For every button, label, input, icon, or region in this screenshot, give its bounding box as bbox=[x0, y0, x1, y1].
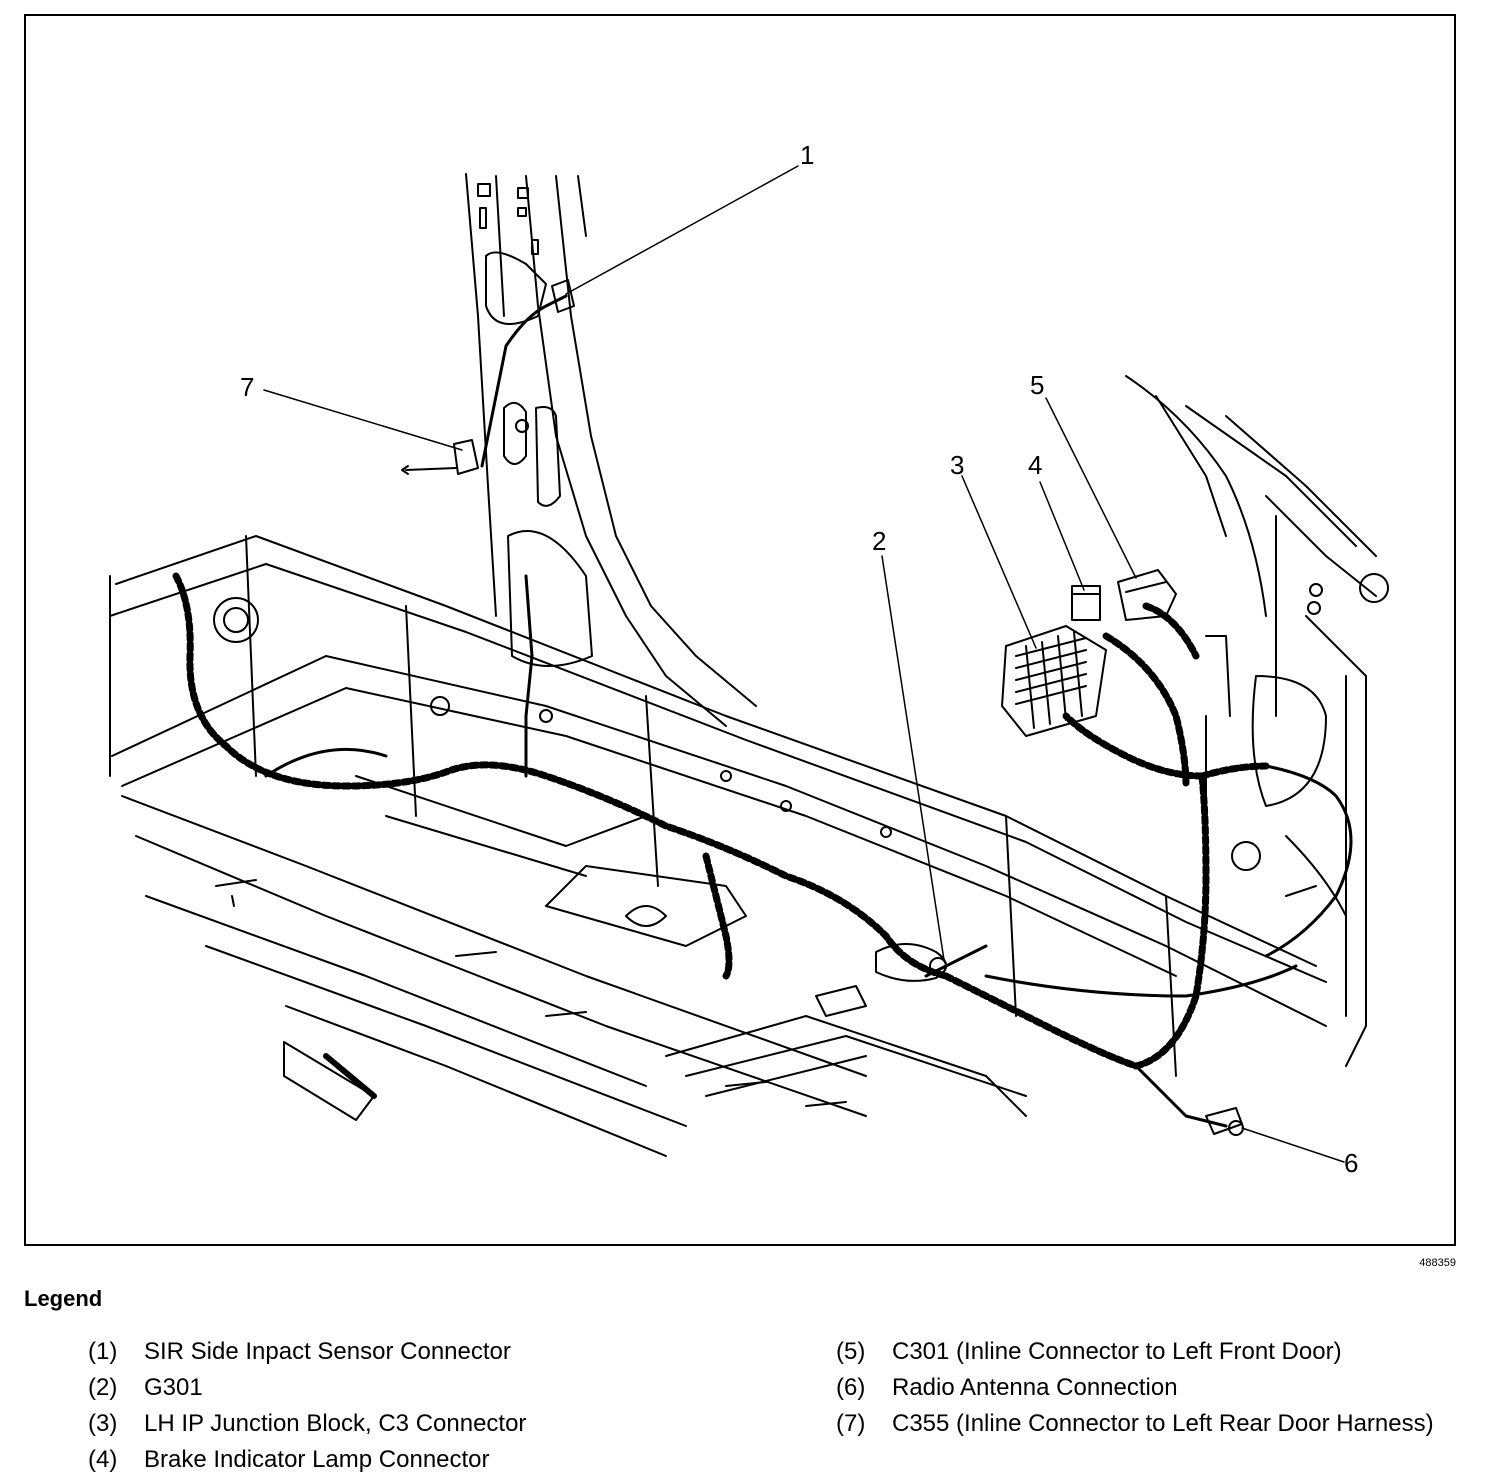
legend-number: (4) bbox=[88, 1446, 118, 1473]
legend-number: (6) bbox=[836, 1374, 866, 1401]
callout-7: 7 bbox=[240, 372, 254, 402]
brake-lamp-connector bbox=[1071, 585, 1101, 621]
harness-branches bbox=[264, 294, 1353, 1128]
legend-item: (5) C301 (Inline Connector to Left Front… bbox=[836, 1334, 1476, 1370]
floor-pan bbox=[121, 775, 1027, 1157]
legend-item: (1) SIR Side Inpact Sensor Connector bbox=[88, 1334, 748, 1370]
legend-column-left: (1) SIR Side Inpact Sensor Connector (2)… bbox=[88, 1334, 748, 1478]
callout-4: 4 bbox=[1028, 450, 1042, 480]
harness-illustration: 1 2 3 4 5 6 7 bbox=[109, 140, 1389, 1178]
legend-number: (1) bbox=[88, 1338, 118, 1365]
callouts: 1 2 3 4 5 6 7 bbox=[240, 140, 1358, 1178]
legend-label: Brake Indicator Lamp Connector bbox=[144, 1446, 490, 1473]
legend-title: Legend bbox=[24, 1286, 103, 1311]
rocker-sill bbox=[109, 535, 1327, 1077]
diagram-frame: 1 2 3 4 5 6 7 bbox=[24, 14, 1456, 1246]
legend-item: (4) Brake Indicator Lamp Connector bbox=[88, 1442, 748, 1478]
legend-number: (3) bbox=[88, 1410, 118, 1437]
legend-column-right: (5) C301 (Inline Connector to Left Front… bbox=[836, 1334, 1476, 1442]
c301-connector bbox=[1117, 569, 1177, 621]
sir-sensor-connector bbox=[551, 279, 575, 313]
legend-label: LH IP Junction Block, C3 Connector bbox=[144, 1410, 527, 1437]
wiring-harness bbox=[172, 572, 1270, 1070]
g301-ground bbox=[815, 943, 947, 1017]
callout-1: 1 bbox=[800, 140, 814, 170]
legend-label: C301 (Inline Connector to Left Front Doo… bbox=[892, 1338, 1342, 1365]
front-arrow-icon bbox=[283, 1041, 377, 1121]
legend-item: (2) G301 bbox=[88, 1370, 748, 1406]
legend-number: (2) bbox=[88, 1374, 118, 1401]
rear-quarter bbox=[1125, 375, 1389, 1067]
junction-block-c3 bbox=[1001, 625, 1107, 737]
leader-lines bbox=[263, 165, 1345, 1163]
callout-6: 6 bbox=[1344, 1148, 1358, 1178]
callout-3: 3 bbox=[950, 450, 964, 480]
callout-2: 2 bbox=[872, 526, 886, 556]
figure-id: 488359 bbox=[1419, 1257, 1456, 1269]
legend-number: (7) bbox=[836, 1410, 866, 1437]
legend-number: (5) bbox=[836, 1338, 866, 1365]
legend-item: (3) LH IP Junction Block, C3 Connector bbox=[88, 1406, 748, 1442]
legend-item: (7) C355 (Inline Connector to Left Rear … bbox=[836, 1406, 1476, 1442]
c355-connector bbox=[401, 439, 479, 475]
callout-5: 5 bbox=[1030, 370, 1044, 400]
legend-label: SIR Side Inpact Sensor Connector bbox=[144, 1338, 511, 1365]
legend-label: Radio Antenna Connection bbox=[892, 1374, 1178, 1401]
legend-item: (6) Radio Antenna Connection bbox=[836, 1370, 1476, 1406]
b-pillar bbox=[465, 173, 757, 727]
legend-label: G301 bbox=[144, 1374, 203, 1401]
legend-label: C355 (Inline Connector to Left Rear Door… bbox=[892, 1410, 1434, 1437]
